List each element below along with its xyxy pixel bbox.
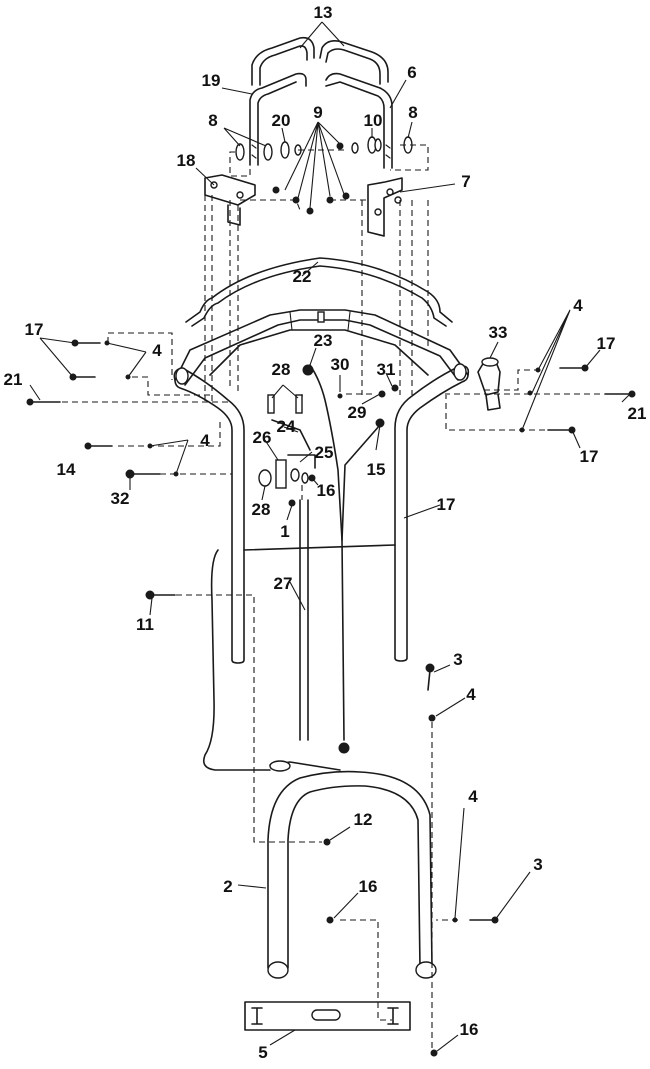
control-parts — [258, 394, 316, 507]
callout-31: 31 — [377, 360, 396, 379]
callout-24: 24 — [277, 417, 296, 436]
callout-16-middle: 16 — [359, 877, 378, 896]
callout-4-left-top: 4 — [152, 341, 162, 360]
callout-2: 2 — [223, 877, 232, 896]
base-plate-part — [244, 1001, 411, 1031]
callout-13: 13 — [314, 3, 333, 22]
callout-32: 28 — [252, 500, 271, 519]
callout-18: 18 — [177, 151, 196, 170]
callout-27: 27 — [274, 574, 293, 593]
callout-8-right: 8 — [408, 103, 417, 122]
callout-labels: 13 19 6 9 8 20 10 8 18 7 22 4 17 33 23 1… — [4, 3, 647, 1062]
callout-17-right-bottom: 17 — [580, 447, 599, 466]
callout-12: 12 — [354, 810, 373, 829]
callout-33: 33 — [489, 323, 508, 342]
callout-25: 25 — [315, 443, 334, 462]
callout-4-right-top: 4 — [573, 296, 583, 315]
callout-7: 7 — [461, 172, 470, 191]
callout-30: 30 — [331, 355, 350, 374]
callout-28-bottom: 1 — [280, 522, 289, 541]
callout-6: 6 — [407, 63, 416, 82]
callout-14: 32 — [111, 489, 130, 508]
callout-4-left-bottom: 4 — [200, 431, 210, 450]
callout-22: 22 — [293, 267, 312, 286]
callout-17-right-top: 17 — [597, 334, 616, 353]
callout-3-upper: 3 — [453, 650, 462, 669]
switch-part — [477, 357, 501, 411]
callout-17-left-bottom: 14 — [57, 460, 76, 479]
lower-frame-part — [267, 770, 437, 979]
crossbar-part — [185, 257, 453, 327]
callout-16-upper: 16 — [317, 481, 336, 500]
callout-16-bottom: 16 — [460, 1020, 479, 1039]
callout-3-lower: 3 — [533, 855, 542, 874]
callout-17-left-top: 17 — [25, 320, 44, 339]
callout-26: 26 — [253, 428, 272, 447]
callout-10: 10 — [364, 111, 383, 130]
upper-handle-parts — [249, 72, 393, 169]
upper-grip-parts — [251, 36, 389, 86]
callout-8-left: 8 — [208, 111, 217, 130]
callout-19: 19 — [202, 71, 221, 90]
callout-15: 15 — [367, 460, 386, 479]
callout-4-center: 4 — [466, 685, 476, 704]
callout-21-left: 21 — [4, 370, 23, 389]
callout-23: 23 — [314, 331, 333, 350]
leader-lines — [29, 21, 631, 1052]
callout-11: 11 — [136, 615, 154, 634]
callout-21-right: 21 — [628, 404, 647, 423]
clamp-hardware-row — [235, 136, 413, 215]
callout-5: 5 — [258, 1043, 267, 1062]
callout-20: 20 — [272, 111, 291, 130]
callout-4-lower: 4 — [468, 787, 478, 806]
callout-1: 17 — [437, 495, 456, 514]
main-handle-part — [173, 363, 470, 664]
callout-28-top: 28 — [272, 360, 291, 379]
cable-parts — [202, 364, 396, 772]
callout-9: 9 — [313, 103, 322, 122]
bracket-parts — [204, 174, 403, 237]
assembly-lines — [62, 144, 600, 1050]
callout-29: 29 — [348, 403, 367, 422]
